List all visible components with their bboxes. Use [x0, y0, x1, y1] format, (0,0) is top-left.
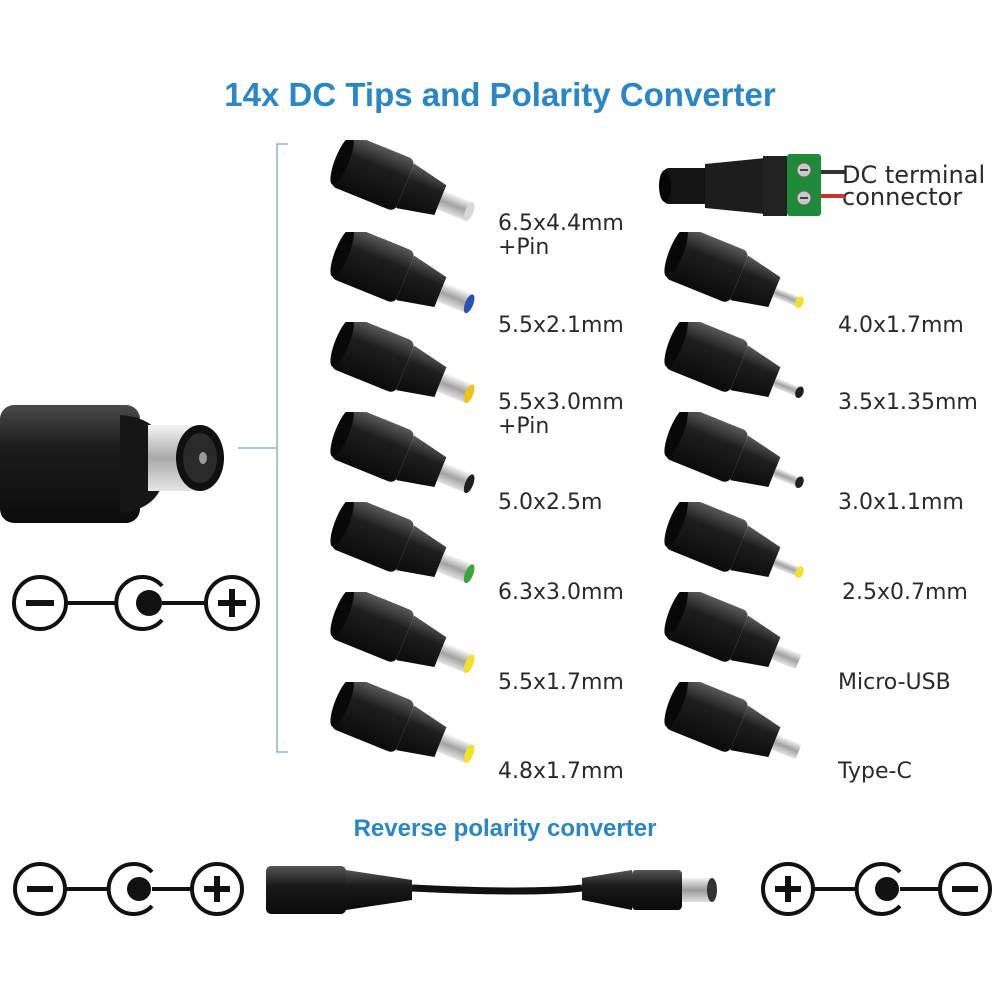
page-title: 14x DC Tips and Polarity Converter — [224, 76, 776, 113]
reverse-polarity-cable-icon — [266, 866, 717, 914]
tip-label-4-8x1-7: 4.8x1.7mm — [498, 759, 624, 784]
dc-tip-icon — [664, 412, 824, 512]
polarity-diagram-output — [761, 862, 992, 916]
tip-label-type-c: Type-C — [838, 759, 912, 784]
dc-tip-icon — [330, 322, 490, 422]
tip-label-5-5x2-1: 5.5x2.1mm — [498, 313, 624, 338]
dc-tip-icon — [330, 140, 490, 240]
tip-label-micro-usb: Micro-USB — [838, 670, 951, 695]
tip-label-5-5x1-7: 5.5x1.7mm — [498, 670, 624, 695]
main-dc-plug-icon — [0, 405, 224, 523]
dc-tip-icon — [330, 592, 490, 692]
tip-label-4-0x1-7: 4.0x1.7mm — [838, 313, 964, 338]
dc-tip-icon — [330, 682, 490, 782]
group-bracket — [238, 143, 288, 753]
dc-tip-icon — [330, 232, 490, 332]
tip-label-6-3x3-0: 6.3x3.0mm — [498, 580, 624, 605]
dc-tip-icon — [664, 592, 824, 692]
dc-terminal-connector-icon — [659, 154, 845, 216]
tip-label-5-0x2-5: 5.0x2.5m — [498, 490, 603, 515]
polarity-diagram-input — [13, 862, 244, 916]
dc-tip-icon — [664, 322, 824, 422]
dc-tip-icon — [664, 682, 824, 782]
reverse-polarity-title: Reverse polarity converter — [353, 815, 657, 842]
dc-tip-icon — [330, 412, 490, 512]
tip-label-2-5x0-7: 2.5x0.7mm — [842, 580, 968, 605]
tip-label-5-5x3-0: 5.5x3.0mm+Pin — [498, 390, 624, 439]
polarity-diagram-center-positive — [12, 575, 260, 631]
tip-label-3-5x1-35: 3.5x1.35mm — [838, 390, 978, 415]
dc-tip-icon — [664, 232, 824, 332]
dc-tip-icon — [330, 502, 490, 602]
tip-label-6-5x4-4: 6.5x4.4mm+Pin — [498, 211, 624, 260]
dc-tip-icon — [664, 502, 824, 602]
tip-label-3-0x1-1: 3.0x1.1mm — [838, 490, 964, 515]
